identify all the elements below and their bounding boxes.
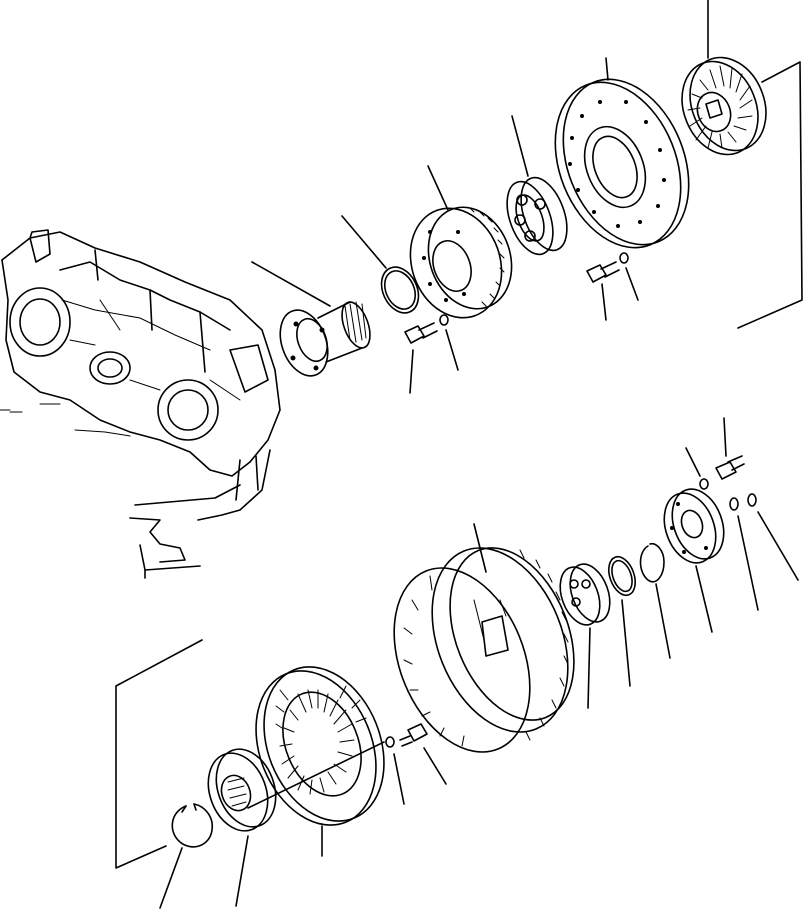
turbine-drum <box>393 523 575 753</box>
impeller <box>255 666 385 857</box>
ball-bearing <box>506 115 568 256</box>
callout-bracket <box>737 61 803 329</box>
housing-cover <box>554 57 690 249</box>
drive-axis-line <box>247 741 385 809</box>
snap-ring <box>159 803 214 909</box>
pump-flange <box>663 488 725 633</box>
lock-washer <box>439 314 459 371</box>
snap-ring <box>608 555 636 687</box>
callout-bracket <box>115 639 203 869</box>
bolt <box>715 417 745 480</box>
lock-washer <box>619 252 639 301</box>
snap-ring <box>747 493 799 581</box>
lock-washer <box>385 736 405 805</box>
bolt <box>586 261 620 321</box>
bearing <box>559 563 611 709</box>
transmission-case <box>0 229 281 579</box>
bolt <box>399 723 447 785</box>
bolt <box>404 322 438 394</box>
output-shaft-flange <box>251 261 371 377</box>
stator <box>681 0 767 156</box>
snap-ring <box>639 542 671 659</box>
lock-washer <box>729 497 759 611</box>
drive-hub <box>207 748 277 907</box>
ring-gear <box>409 165 513 319</box>
large-snap-ring <box>341 215 420 314</box>
lock-washer <box>685 447 709 490</box>
